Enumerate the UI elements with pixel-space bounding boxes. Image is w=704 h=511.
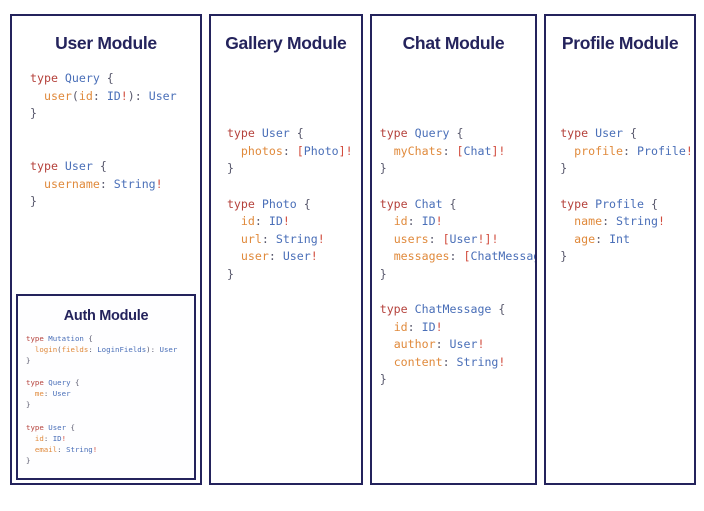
code-line: age: Int (574, 231, 631, 246)
code-line: type Query { (379, 126, 464, 141)
panel-gallery-module[interactable]: Gallery Module type User { photos: [Phot… (208, 14, 363, 485)
code-line: photos: [Photo]! (240, 143, 353, 158)
code-line: type Profile { (560, 196, 658, 211)
code-line: user(id: ID!): User (43, 88, 177, 103)
code-line: type Chat { (379, 196, 457, 211)
panel-body-profile-module: type User { profile: Profile!} type Profi… (546, 53, 694, 483)
code-line: type User { (26, 422, 75, 432)
code-line: type User { (226, 126, 304, 141)
code-line: } (26, 455, 31, 465)
code-line: me: User (34, 389, 71, 399)
code-block-auth-module: type Mutation { login(fields: LoginField… (26, 333, 177, 466)
code-line: } (226, 266, 234, 281)
code-line: email: String! (34, 444, 98, 454)
panel-chat-module[interactable]: Chat Module type Query { myChats: [Chat]… (369, 14, 538, 485)
code-line: } (226, 161, 234, 176)
code-line (30, 141, 177, 159)
code-block-profile-module: type User { profile: Profile!} type Profi… (560, 125, 693, 266)
code-line: id: ID! (34, 433, 67, 443)
code-line (560, 178, 693, 196)
code-line: } (560, 161, 568, 176)
panel-user-module[interactable]: User Module type Query { user(id: ID!): … (10, 14, 202, 485)
code-line: author: User! (393, 337, 485, 352)
panel-title-auth-module: Auth Module (63, 308, 149, 325)
code-line: id: ID! (393, 319, 443, 334)
code-line: messages: [ChatMessage]! (393, 249, 535, 264)
panel-title-user-module: User Module (55, 33, 157, 53)
code-line (30, 123, 177, 141)
code-line: username: String! (43, 176, 163, 191)
code-line: name: String! (574, 214, 665, 229)
panel-auth-module[interactable]: Auth Module type Mutation { login(fields… (16, 294, 196, 480)
code-line: url: String! (240, 231, 325, 246)
code-line: type Mutation { (26, 333, 93, 343)
code-line (26, 366, 177, 377)
panel-title-gallery-module: Gallery Module (225, 33, 347, 53)
code-line (380, 178, 535, 196)
panel-body-auth-module: type Mutation { login(fields: LoginField… (18, 325, 194, 478)
code-line (380, 283, 535, 301)
code-line: type User { (30, 159, 107, 174)
code-line: type Query { (30, 71, 114, 86)
code-line: id: ID! (240, 214, 290, 229)
code-line: } (30, 194, 37, 209)
code-line: myChats: [Chat]! (393, 143, 506, 158)
code-line: type Photo { (226, 196, 311, 211)
code-line: } (379, 372, 387, 387)
code-block-user-module: type Query { user(id: ID!): User} type Us… (30, 70, 177, 211)
code-line: } (379, 266, 387, 281)
code-line (227, 178, 353, 196)
code-line: } (560, 249, 568, 264)
code-line: type Query { (26, 378, 80, 388)
code-line (26, 410, 177, 421)
panel-body-user-module: type Query { user(id: ID!): User} type Us… (12, 53, 200, 483)
code-line: id: ID! (393, 214, 443, 229)
code-line: type User { (560, 126, 637, 141)
code-line: users: [User!]! (393, 231, 499, 246)
code-line: user: User! (240, 249, 318, 264)
code-block-gallery-module: type User { photos: [Photo]!} type Photo … (227, 125, 353, 283)
code-line: type ChatMessage { (379, 302, 506, 317)
code-line: profile: Profile! (574, 143, 693, 158)
panel-body-chat-module: type Query { myChats: [Chat]!} type Chat … (372, 53, 535, 483)
panel-body-gallery-module: type User { photos: [Photo]!} type Photo … (211, 53, 361, 483)
code-block-chat-module: type Query { myChats: [Chat]!} type Chat … (379, 125, 535, 389)
code-line: } (379, 161, 387, 176)
panel-title-profile-module: Profile Module (561, 33, 679, 53)
code-line: content: String! (393, 354, 506, 369)
code-line: } (26, 400, 31, 410)
panel-profile-module[interactable]: Profile Module type User { profile: Prof… (544, 14, 696, 485)
panel-title-chat-module: Chat Module (402, 33, 505, 53)
code-line: login(fields: LoginFields): User (34, 344, 178, 354)
code-line: } (26, 355, 31, 365)
code-line: } (30, 106, 37, 121)
